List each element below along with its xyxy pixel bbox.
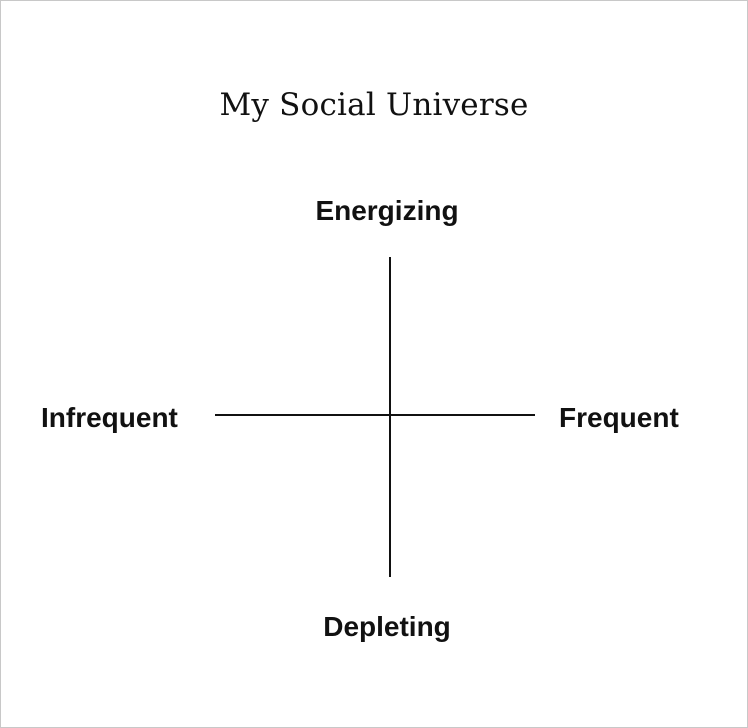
axis-label-right: Frequent <box>559 402 679 433</box>
vertical-axis-line <box>389 257 391 577</box>
axis-label-bottom: Depleting <box>323 611 451 642</box>
axis-label-top: Energizing <box>315 195 459 226</box>
axis-label-left: Infrequent <box>41 402 178 433</box>
horizontal-axis-line <box>215 414 535 416</box>
diagram-title: My Social Universe <box>219 87 529 123</box>
